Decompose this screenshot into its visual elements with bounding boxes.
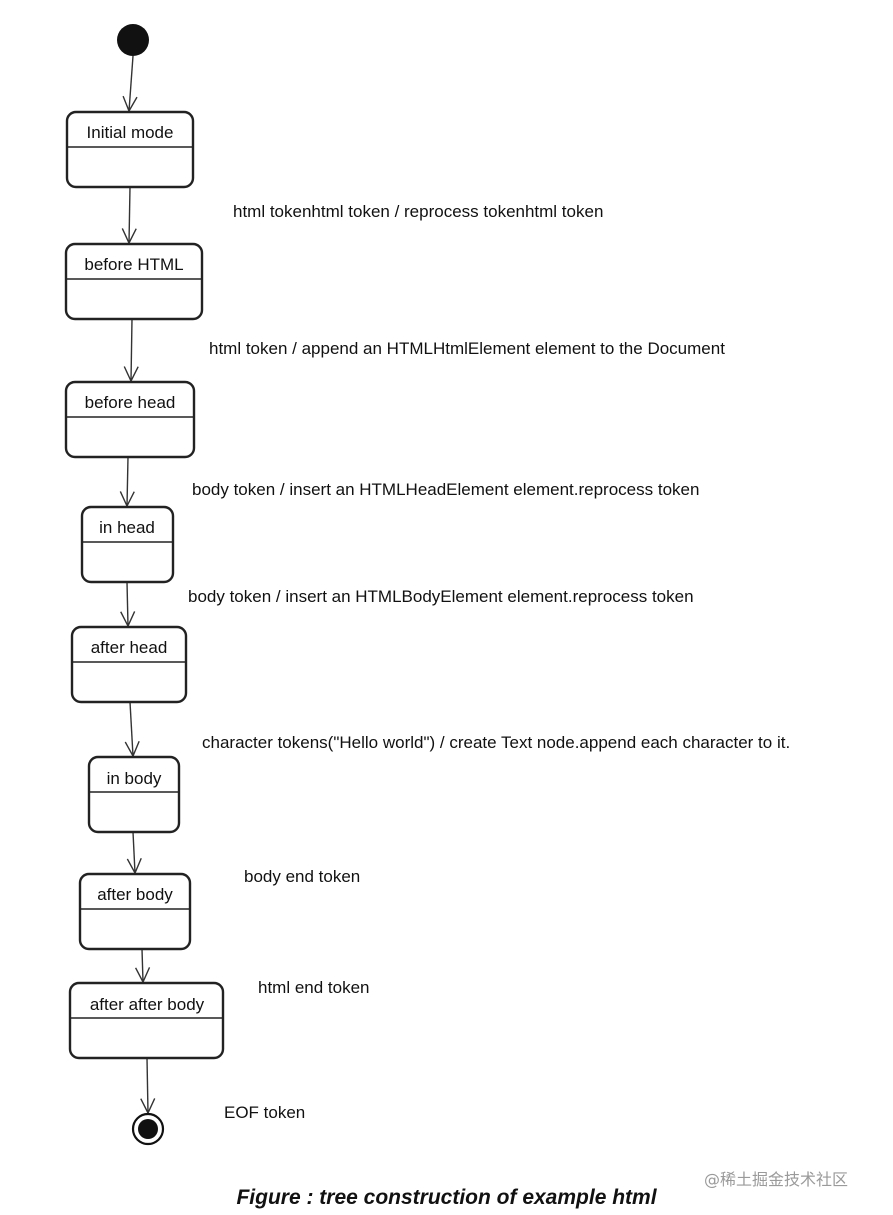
- transition-label: body end token: [244, 867, 360, 886]
- transition-label: EOF token: [224, 1103, 305, 1122]
- state-before-head: before head: [64, 380, 196, 459]
- state-after-after-body: after after body: [68, 981, 225, 1060]
- transition-edge: [126, 456, 129, 507]
- state-before-html: before HTML: [64, 242, 204, 321]
- state-label: in head: [99, 518, 155, 537]
- state-in-body: in body: [87, 755, 181, 834]
- transition-label: body token / insert an HTMLBodyElement e…: [188, 587, 694, 606]
- end-node: [131, 1112, 165, 1146]
- transition-label: html token / append an HTMLHtmlElement e…: [209, 339, 725, 358]
- start-node: [117, 24, 149, 56]
- transition-edges: [119, 55, 156, 1115]
- figure-caption: Figure : tree construction of example ht…: [236, 1186, 657, 1209]
- transition-edge: [130, 318, 133, 382]
- watermark: @稀土掘金技术社区: [704, 1170, 849, 1189]
- state-label: after body: [97, 885, 173, 904]
- state-label: in body: [107, 769, 162, 788]
- state-label: before head: [85, 393, 176, 412]
- state-label: before HTML: [84, 255, 183, 274]
- transition-label: character tokens("Hello world") / create…: [202, 733, 790, 752]
- state-in-head: in head: [80, 505, 175, 584]
- state-after-head: after head: [70, 625, 188, 704]
- state-after-body: after body: [78, 872, 192, 951]
- state-initial-mode: Initial mode: [65, 110, 195, 189]
- transition-edge: [129, 701, 134, 757]
- transition-label: body token / insert an HTMLHeadElement e…: [192, 480, 699, 499]
- transition-edge: [128, 55, 134, 112]
- transition-edge: [146, 1057, 149, 1114]
- transition-label: html end token: [258, 978, 370, 997]
- transition-label: html tokenhtml token / reprocess tokenht…: [233, 202, 603, 221]
- state-diagram: Initial mode before HTML before head in …: [64, 24, 790, 1146]
- transition-edge: [141, 948, 144, 983]
- transition-edge: [126, 581, 129, 627]
- state-label: after head: [91, 638, 168, 657]
- state-label: Initial mode: [87, 123, 174, 142]
- transition-edge: [132, 831, 136, 874]
- transition-edge: [128, 186, 131, 244]
- state-label: after after body: [90, 995, 205, 1014]
